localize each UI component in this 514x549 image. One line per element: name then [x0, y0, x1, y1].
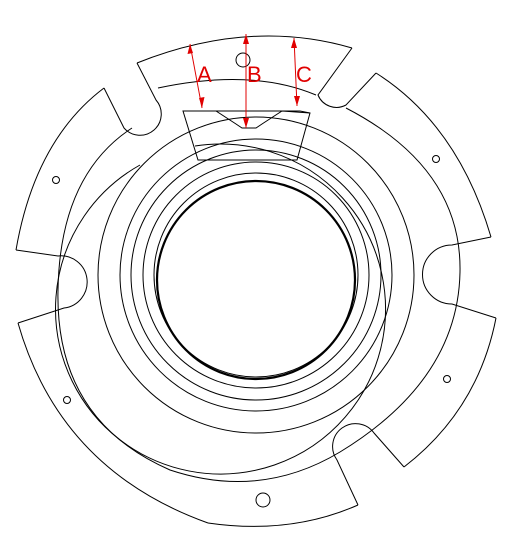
- concentric-rings: [55, 116, 415, 475]
- ring-6: [153, 172, 359, 378]
- slot-left: [15, 249, 88, 324]
- arrow-a-top: [187, 44, 193, 54]
- pin-hole-left-upper: [52, 176, 60, 184]
- arrow-a-bottom: [199, 97, 205, 108]
- ring-2: [97, 116, 415, 434]
- arrow-c-top: [291, 38, 297, 48]
- ring-4: [130, 149, 382, 401]
- outer-edge-top: [136, 35, 353, 64]
- arrow-b-top: [243, 34, 249, 44]
- pocket-outline: [182, 110, 311, 161]
- flange-inner-step: [57, 79, 461, 482]
- outer-edge-left-upper: [15, 87, 105, 251]
- outer-edge-left-lower: [17, 322, 209, 524]
- mounting-hole-bottom: [255, 492, 271, 508]
- mounting-holes: [52, 52, 451, 508]
- ring-3: [119, 138, 393, 412]
- pin-hole-left-lower: [63, 396, 71, 404]
- inner-step-ring: [57, 107, 461, 482]
- pin-hole-right-lower: [443, 375, 451, 383]
- dimension-label-c: C: [296, 62, 312, 87]
- mounting-hole-top: [235, 52, 251, 68]
- outer-edge-bottom: [207, 504, 359, 527]
- slot-right: [422, 236, 497, 319]
- outer-edge-right-lower: [403, 317, 497, 468]
- center-bore: [155, 179, 357, 381]
- outer-edge-right-upper: [375, 72, 492, 238]
- dimension-annotations: A B C: [187, 34, 312, 128]
- slot-bottom-right: [332, 423, 405, 506]
- slot-top-right: [317, 47, 377, 108]
- pin-hole-right-upper: [432, 155, 440, 163]
- slot-top-left: [103, 62, 162, 136]
- dimension-line-a: [189, 43, 203, 109]
- ring-5: [142, 161, 370, 389]
- flange-outer-contour: [15, 35, 497, 527]
- dimension-label-b: B: [247, 62, 262, 87]
- top-pocket: [182, 110, 311, 161]
- dimension-line-c: [293, 37, 298, 107]
- arrow-c-bottom: [294, 96, 300, 106]
- pocket-rim: [183, 110, 311, 129]
- inner-step-top: [157, 79, 317, 96]
- dimension-label-a: A: [197, 62, 212, 87]
- ring-1: [55, 143, 387, 475]
- arrow-b-bottom: [243, 118, 249, 128]
